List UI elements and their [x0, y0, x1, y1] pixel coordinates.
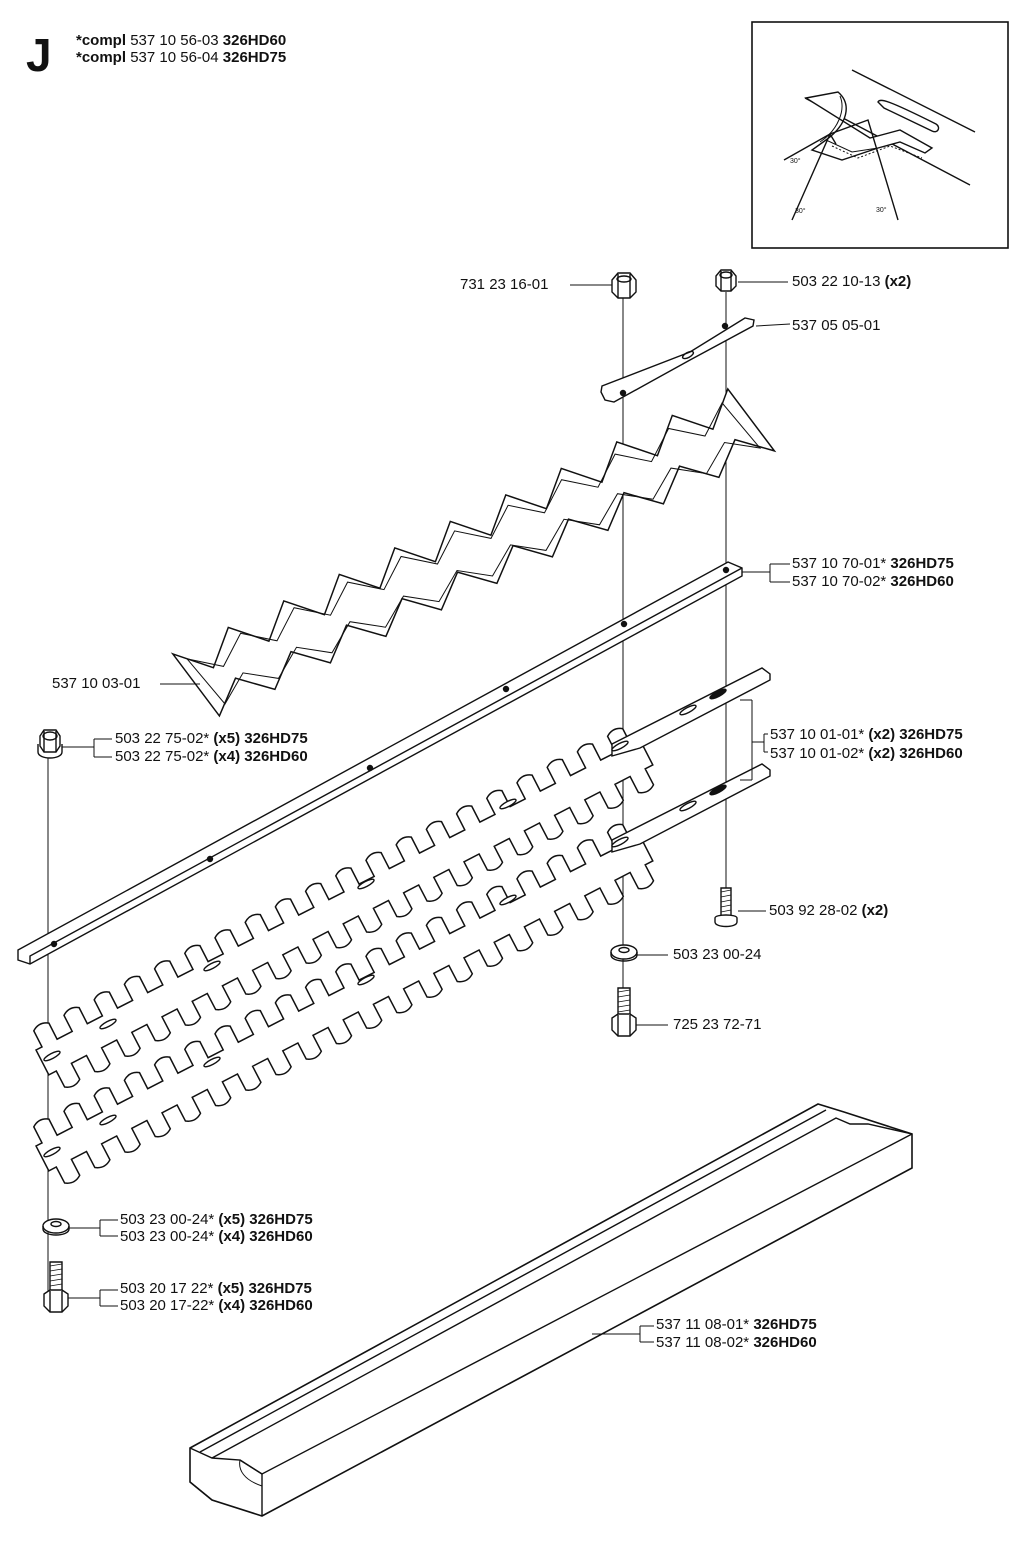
screw-503-92-28-02 [714, 887, 738, 928]
inset-angle-2: 30° [795, 207, 806, 215]
blade-537-10-01-lower [32, 763, 771, 1184]
label-731-23-16-01: 731 23 16-01 [460, 276, 549, 293]
bolt-503-20-17-22 [43, 1261, 69, 1313]
label-537-10-70-01: 537 10 70-01* 326HD75 [792, 555, 954, 572]
blade-537-10-03-01 [170, 387, 777, 718]
bar-537-10-70 [17, 561, 743, 965]
assembly-lines [47, 292, 727, 1292]
inset-angle-1: 30° [790, 157, 801, 165]
label-725-23-72-71: 725 23 72-71 [673, 1016, 762, 1033]
label-503-22-10-13: 503 22 10-13 (x2) [792, 273, 912, 290]
label-537-10-01-01: 537 10 01-01* (x2) 326HD75 [770, 726, 963, 743]
label-503-22-75-02-hd75: 503 22 75-02* (x5) 326HD75 [115, 730, 308, 747]
label-537-10-03-01: 537 10 03-01 [52, 675, 141, 692]
header-line-2: *compl 537 10 56-04 326HD75 [76, 49, 287, 66]
inset-angle-3: 30° [876, 206, 887, 214]
section-letter: J [26, 29, 52, 81]
flange-nut-503-22-75-02 [37, 729, 63, 759]
label-503-20-17-22-hd75: 503 20 17 22* (x5) 326HD75 [120, 1280, 312, 1297]
label-537-10-70-02: 537 10 70-02* 326HD60 [792, 573, 954, 590]
label-503-92-28-02: 503 92 28-02 (x2) [769, 902, 889, 919]
label-537-10-01-02: 537 10 01-02* (x2) 326HD60 [770, 745, 963, 762]
label-503-22-75-02-hd60: 503 22 75-02* (x4) 326HD60 [115, 748, 308, 765]
nut-503-22-10-13 [715, 269, 737, 292]
nut-731-23-16-01 [611, 272, 637, 299]
label-503-23-00-24-right: 503 23 00-24 [673, 946, 762, 963]
blade-537-10-01-upper [32, 667, 771, 1088]
label-503-20-17-22-hd60: 503 20 17-22* (x4) 326HD60 [120, 1297, 313, 1314]
label-537-11-08-02: 537 11 08-02* 326HD60 [656, 1334, 817, 1351]
washer-503-23-00-24-left [42, 1218, 70, 1236]
leader-lines [62, 281, 791, 1343]
label-537-11-08-01: 537 11 08-01* 326HD75 [656, 1316, 817, 1333]
bolt-725-23-72-71 [611, 987, 637, 1037]
header-assembly-numbers: *compl 537 10 56-03 326HD60 *compl 537 1… [76, 32, 286, 66]
blade-guard-537-11-08 [189, 1103, 913, 1517]
label-503-23-00-24-hd60: 503 23 00-24* (x4) 326HD60 [120, 1228, 313, 1245]
washer-503-23-00-24-right [610, 944, 638, 962]
header-line-1: *compl 537 10 56-03 326HD60 [76, 32, 287, 49]
label-503-23-00-24-hd75: 503 23 00-24* (x5) 326HD75 [120, 1211, 313, 1228]
label-537-05-05-01: 537 05 05-01 [792, 317, 881, 334]
plate-537-05-05-01 [600, 317, 755, 403]
sharpening-angle-inset: 30° 30° 30° [751, 21, 1009, 249]
